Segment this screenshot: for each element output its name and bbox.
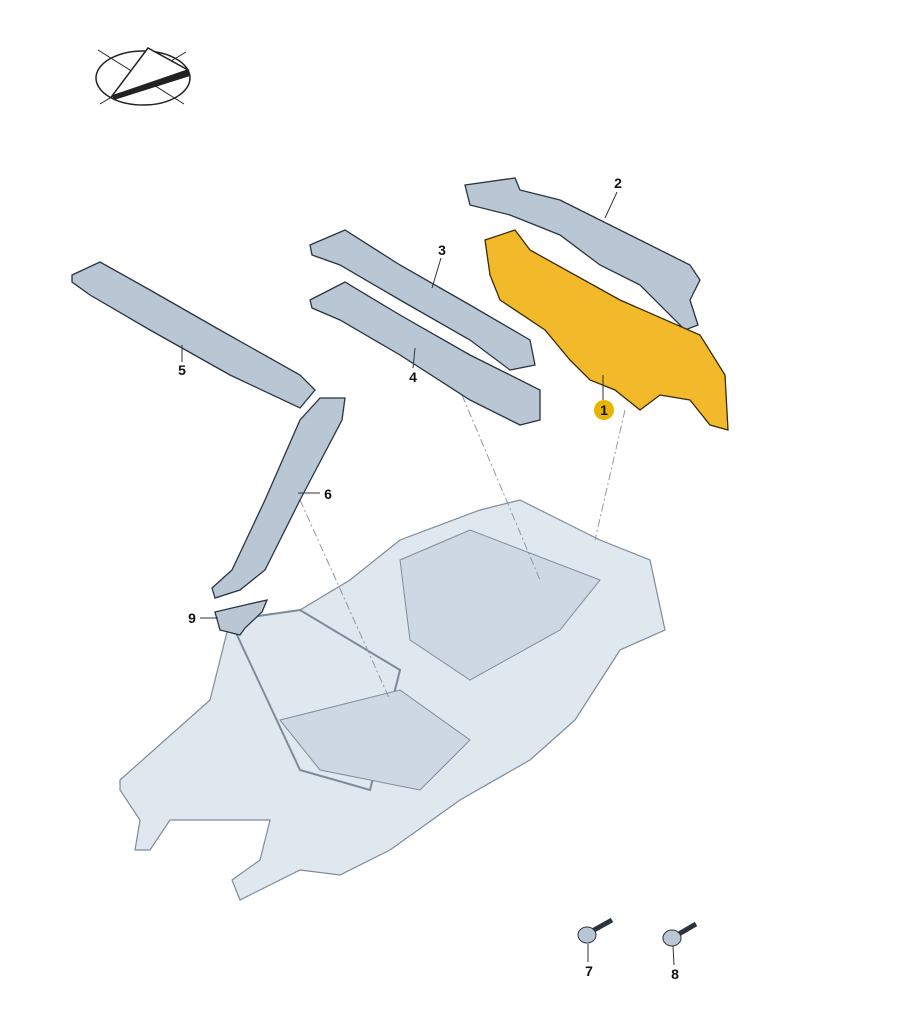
part-1-rear-panel[interactable]: [484, 229, 729, 431]
part-3-crossmember[interactable]: [309, 229, 536, 371]
part-2-rear-crossmember-upper[interactable]: [464, 177, 701, 331]
vehicle-orientation-icon: [95, 47, 191, 106]
part-5-side-member[interactable]: [71, 261, 316, 409]
part-7-bolt[interactable]: [577, 917, 614, 944]
part-9-bracket[interactable]: [214, 599, 269, 636]
part-4-crossmember[interactable]: [309, 281, 541, 426]
callout-9[interactable]: 9: [188, 610, 196, 626]
callout-5[interactable]: 5: [178, 362, 186, 378]
callout-6[interactable]: 6: [324, 486, 332, 502]
callout-4[interactable]: 4: [409, 369, 417, 385]
callout-3[interactable]: 3: [438, 242, 446, 258]
callout-7[interactable]: 7: [585, 963, 593, 979]
callout-1[interactable]: 1: [594, 400, 614, 420]
callout-8[interactable]: 8: [671, 966, 679, 982]
dash-leader-lines: [299, 394, 626, 701]
part-6-pillar[interactable]: [211, 397, 346, 599]
leader-lines: [181, 191, 675, 966]
part-8-bolt[interactable]: [662, 921, 698, 947]
callout-2[interactable]: 2: [614, 175, 622, 191]
car-body-shell: [119, 499, 666, 901]
